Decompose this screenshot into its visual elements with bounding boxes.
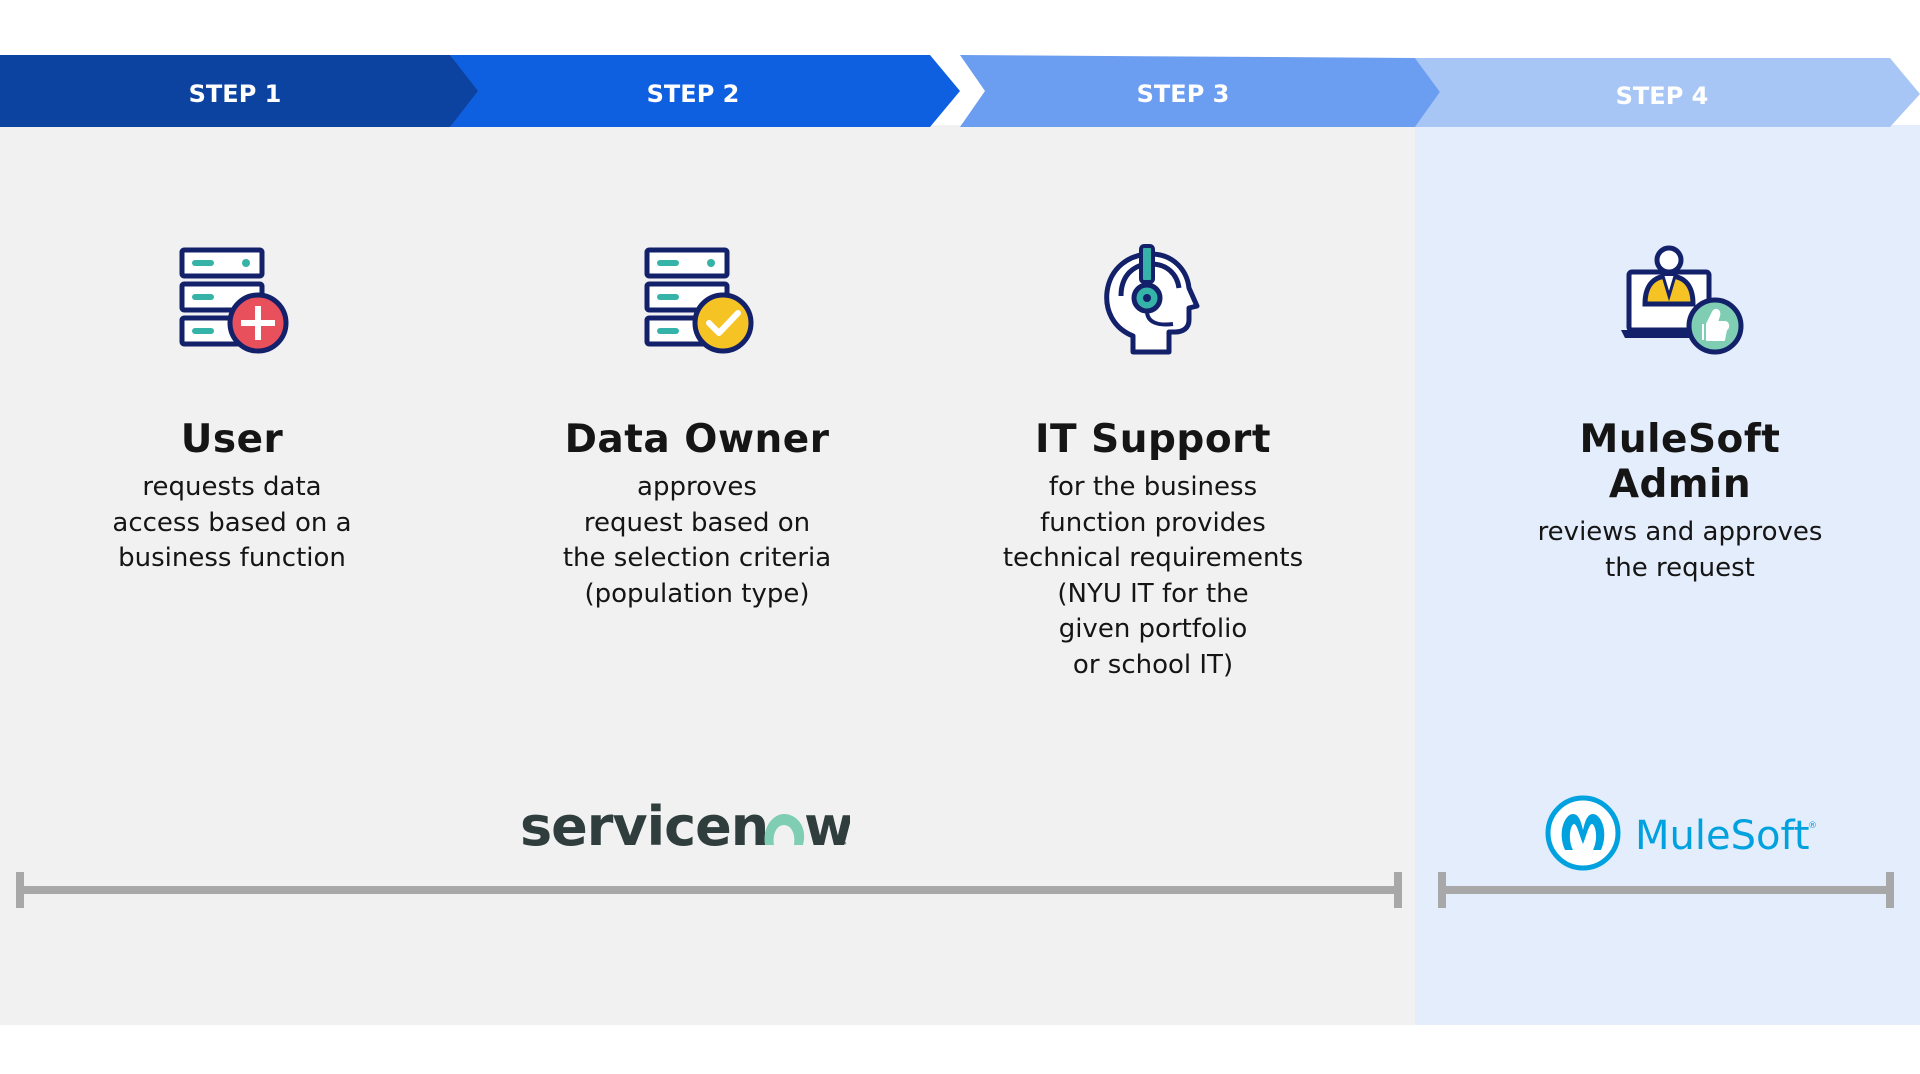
svg-text:w: w [804,795,850,858]
mulesoft-text: MuleSoft [1635,813,1810,859]
step-4-title: MuleSoft Admin [1579,417,1781,507]
headset-support-icon [1104,244,1200,355]
laptop-admin-approve-icon [1621,245,1744,355]
step-1-chevron [0,55,478,127]
servicenow-range-bar [16,872,1402,908]
step-arrows: STEP 1 STEP 2 STEP 3 STEP 4 [0,55,1920,127]
step-2-chevron [450,55,960,127]
step-2-description: approves request based on the selection … [562,472,832,609]
step-4-column: MuleSoft Admin reviews and approves the … [1505,240,1855,586]
server-add-icon [179,247,289,354]
step-2-title: Data Owner [564,417,830,462]
step-4-label: STEP 4 [1616,82,1709,110]
step-4-chevron [1415,58,1920,127]
step-3-column: IT Support for the business function pro… [993,240,1313,683]
svg-text:MuleSoft: MuleSoft [1635,813,1810,859]
step-1-column: User requests data access based on a bus… [92,240,372,577]
step-1-title: User [180,417,284,462]
servicenow-text-after: w [804,795,850,858]
step-2-column: Data Owner approves request based on the… [547,240,847,612]
mulesoft-logo: MuleSoft ® [1543,792,1823,874]
servicenow-trademark: ™ [840,841,848,850]
step-3-label: STEP 3 [1137,80,1230,108]
step-1-label: STEP 1 [189,80,282,108]
svg-text:®: ® [1808,821,1817,831]
step-4-description: reviews and approves the request [1537,517,1823,583]
step-2-label: STEP 2 [647,80,740,108]
servicenow-text-before: servicen [520,795,768,858]
mulesoft-registered: ® [1808,821,1817,831]
step-3-title: IT Support [1034,417,1272,462]
step-3-chevron [960,55,1440,127]
server-check-icon [644,247,754,354]
mulesoft-range-bar [1438,872,1894,908]
step-1-description: requests data access based on a business… [112,472,352,573]
servicenow-o-mark [764,814,805,845]
svg-text:servicen: servicen [520,795,768,858]
step-3-description: for the business function provides techn… [1002,472,1304,680]
servicenow-logo: servicen w ™ [520,790,854,860]
svg-text:™: ™ [840,841,848,850]
